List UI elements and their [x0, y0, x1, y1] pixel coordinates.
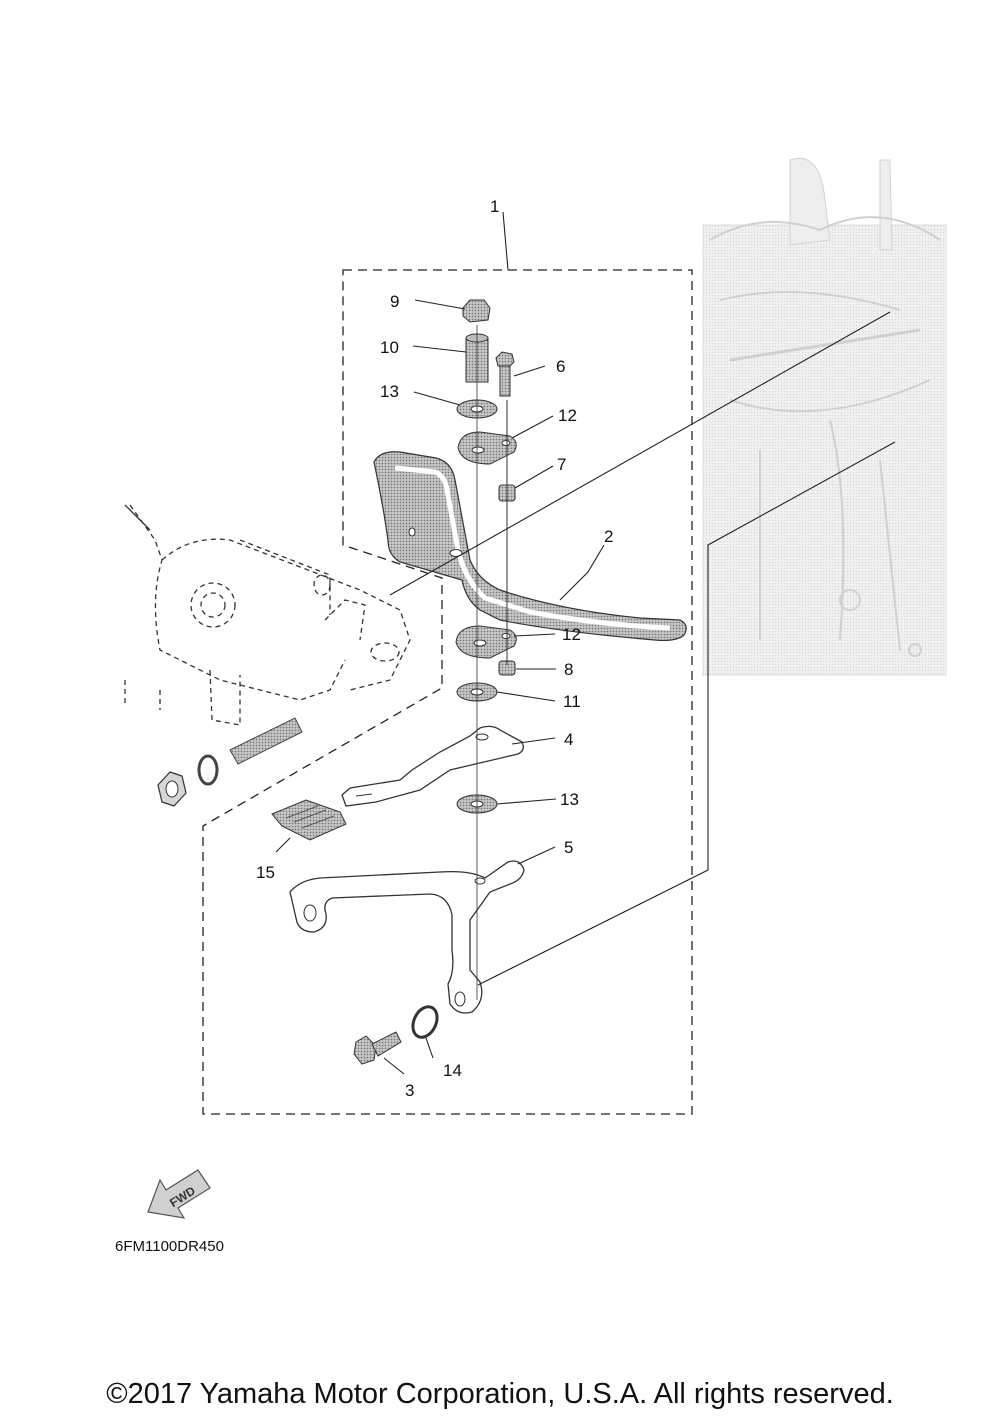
forward-direction-arrow: FWD — [147, 1169, 211, 1219]
reference-line-lower — [477, 441, 896, 986]
callout-9: 9 — [390, 292, 399, 311]
part-6-bolt — [495, 351, 515, 397]
callout-12-lower: 12 — [562, 625, 581, 644]
part-4-plate — [341, 725, 524, 807]
part-5-arm — [289, 860, 525, 1014]
callout-10: 10 — [380, 338, 399, 357]
callout-13-lower: 13 — [560, 790, 579, 809]
housing-washer — [197, 754, 219, 786]
copyright-notice: ©2017 Yamaha Motor Corporation, U.S.A. A… — [106, 1378, 894, 1410]
part-12-plate-upper — [457, 431, 517, 465]
callout-5: 5 — [564, 838, 573, 857]
callout-14: 14 — [443, 1061, 462, 1080]
callout-11: 11 — [563, 692, 581, 711]
reference-line-upper — [389, 311, 891, 596]
callout-15: 15 — [256, 863, 275, 882]
callout-7: 7 — [557, 455, 566, 474]
callout-8: 8 — [564, 660, 573, 679]
diagram-code: 6FM1100DR450 — [115, 1238, 224, 1255]
part-9-nut — [462, 299, 491, 323]
callout-13-upper: 13 — [380, 382, 399, 401]
callout-1: 1 — [490, 197, 499, 216]
callout-leaders — [275, 211, 605, 1075]
stud-bolt — [229, 717, 303, 765]
callout-4: 4 — [564, 730, 573, 749]
callout-6: 6 — [556, 357, 565, 376]
tiller-housing-outline — [124, 504, 411, 726]
assembly-boundary-dashed — [202, 269, 693, 1115]
callout-3: 3 — [405, 1081, 414, 1100]
part-14-washer — [411, 1005, 439, 1039]
exploded-parts-diagram: 1 2 3 4 5 6 7 8 9 10 11 12 12 13 13 14 1… — [115, 158, 947, 1255]
part-3-bolt — [353, 1031, 402, 1065]
housing-edge-line — [124, 504, 151, 531]
part-2-bracket — [373, 451, 687, 642]
callout-2: 2 — [604, 527, 613, 546]
engine-background-illustration — [702, 158, 947, 676]
housing-nut — [157, 771, 187, 807]
part-15-pad — [271, 799, 347, 841]
callout-12-upper: 12 — [558, 406, 577, 425]
